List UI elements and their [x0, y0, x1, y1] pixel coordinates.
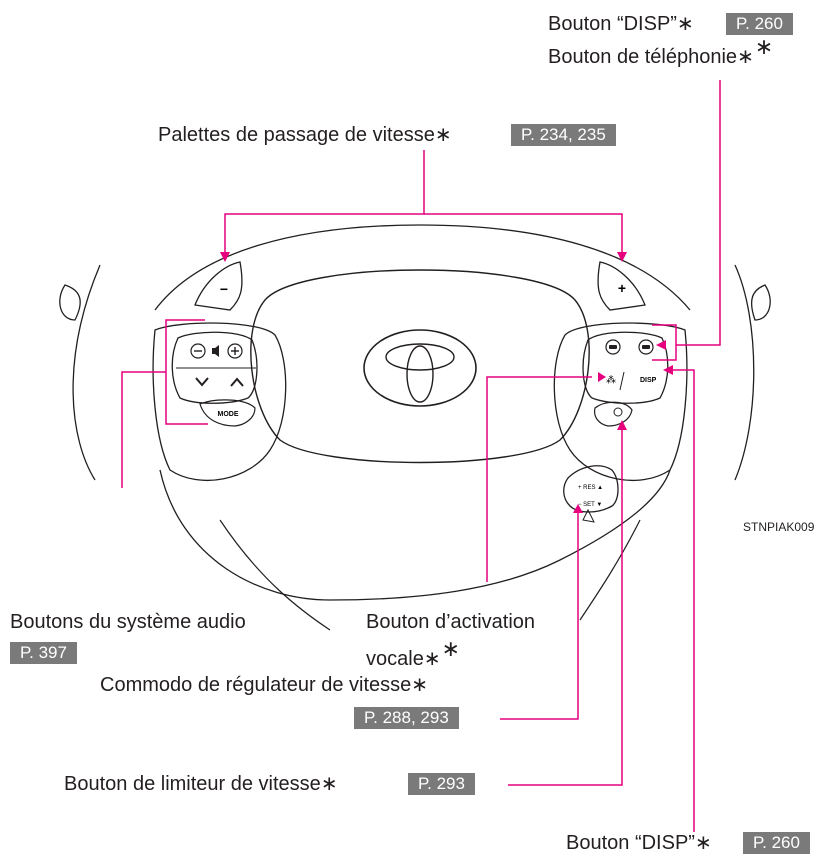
label-disp-top: Bouton “DISP”∗ [548, 12, 694, 36]
phone-on-hook-icon [638, 339, 654, 355]
leader-paddles [224, 150, 425, 258]
phone-off-hook-icon [605, 339, 621, 355]
disp-top-text: Bouton “DISP” [548, 13, 677, 35]
left-spoke [152, 322, 287, 482]
asterisk-icon: ∗ [434, 124, 452, 146]
cruise-stalk [563, 465, 619, 513]
asterisk-icon: ∗ [411, 674, 429, 696]
page-ref-limiter: P. 293 [408, 773, 475, 795]
label-voice-line1: Bouton d’activation [366, 610, 535, 634]
paddle-plus-glyph: + [618, 280, 626, 296]
leader-cruise [500, 508, 579, 720]
emblem-outer [363, 329, 477, 407]
paddle-left [194, 261, 243, 311]
disp-glyph: DISP [640, 377, 657, 384]
label-cruise: Commodo de régulateur de vitesse∗ [100, 673, 428, 697]
leader-lines [121, 80, 721, 832]
wheel-rim-right [734, 264, 755, 481]
asterisk-sup-icon: ∗ [754, 34, 774, 59]
cruise-text: Commodo de régulateur de vitesse [100, 674, 412, 696]
seek-down-icon [195, 377, 209, 387]
label-disp-bottom: Bouton “DISP”∗ [566, 831, 712, 855]
label-voice-line2: vocale∗∗ [366, 637, 460, 671]
paddle-minus-glyph: − [220, 281, 228, 297]
disp-bottom-text: Bouton “DISP” [566, 832, 695, 854]
page-ref-disp-bottom: P. 260 [743, 832, 810, 854]
leader-arrowheads [220, 252, 673, 513]
wheel-hub-outline [250, 269, 590, 464]
column-lower-right [579, 519, 641, 621]
label-paddles: Palettes de passage de vitesse∗ [158, 123, 452, 147]
paddle-right [597, 261, 646, 311]
paddles-text: Palettes de passage de vitesse [158, 124, 435, 146]
asterisk-icon: ∗ [320, 773, 338, 795]
wheel-rim-left [72, 264, 101, 481]
leader-limiter [508, 424, 623, 786]
seek-up-icon [230, 377, 244, 387]
left-switch-panel [171, 331, 258, 404]
label-audio: Boutons du système audio [10, 610, 246, 634]
asterisk-icon: ∗ [676, 13, 694, 35]
right-spoke [553, 322, 688, 482]
set-glyph: − SET ▼ [578, 502, 602, 508]
page-ref-disp-top: P. 260 [726, 13, 793, 35]
label-telephone: Bouton de téléphonie∗∗ [548, 35, 773, 69]
page-ref-paddles: P. 234, 235 [511, 124, 616, 146]
leader-telephone [676, 80, 721, 346]
label-limiter: Bouton de limiteur de vitesse∗ [64, 772, 338, 796]
voice-line2-text: vocale [366, 648, 424, 670]
asterisk-icon: ∗ [737, 46, 754, 68]
wheel-rim-left-outer [59, 284, 81, 321]
audio-text: Boutons du système audio [10, 611, 246, 633]
limiter-text: Bouton de limiteur de vitesse [64, 773, 321, 795]
limiter-button [593, 401, 633, 427]
lower-spoke [159, 469, 671, 601]
column-lower [219, 519, 331, 631]
voice-line1-text: Bouton d’activation [366, 611, 536, 633]
leader-audio [121, 371, 166, 488]
voice-glyph: ⁂ [606, 375, 616, 386]
mode-button [199, 399, 256, 427]
wheel-rim-right-outer [751, 284, 771, 321]
speaker-icon [212, 345, 219, 357]
asterisk-sup-icon: ∗ [441, 636, 461, 661]
emblem-ring-v [406, 345, 434, 403]
emblem-ring-h [385, 343, 455, 371]
speed-limiter-icon [613, 407, 623, 417]
asterisk-icon: ∗ [694, 832, 712, 854]
wheel-rim-top [154, 224, 691, 311]
leader-voice [486, 376, 592, 582]
res-glyph: + RES ▲ [578, 485, 603, 491]
image-code: STNPIAK009 [743, 520, 815, 534]
leader-disp [667, 369, 695, 832]
right-switch-panel [582, 331, 669, 404]
page-ref-cruise: P. 288, 293 [354, 707, 459, 729]
volume-plus-icon [227, 343, 243, 359]
page-ref-audio: P. 397 [10, 642, 77, 664]
asterisk-icon: ∗ [423, 648, 441, 670]
mode-glyph: MODE [218, 411, 239, 418]
telephone-text: Bouton de téléphonie [548, 46, 738, 68]
volume-minus-icon [190, 343, 206, 359]
